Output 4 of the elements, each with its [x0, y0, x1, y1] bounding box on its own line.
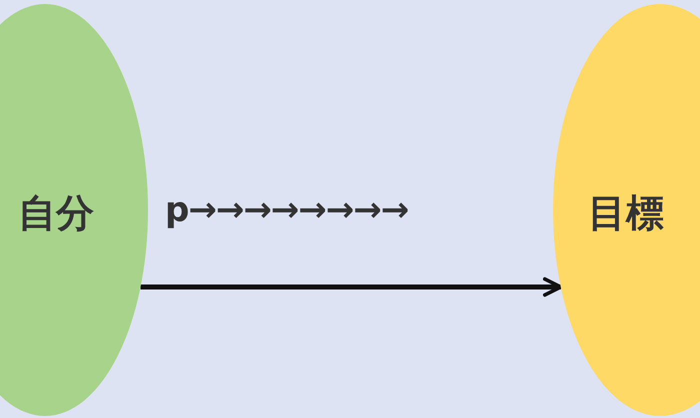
arrow-sequence-text: p→→→→→→→→ [165, 190, 408, 230]
node-label: 自分 [18, 190, 94, 237]
arrow [140, 277, 563, 297]
node-label: 目標 [588, 190, 664, 237]
